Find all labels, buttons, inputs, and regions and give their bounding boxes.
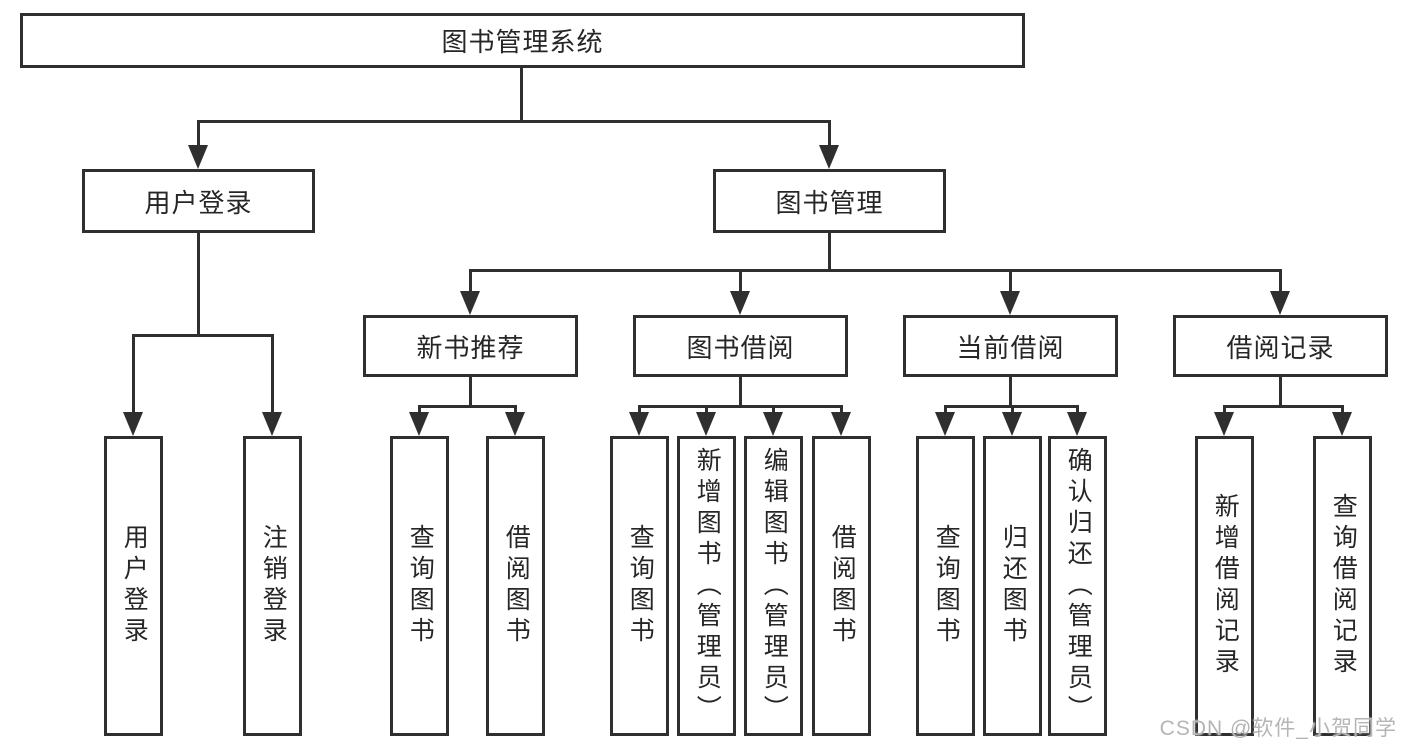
- connector-hline: [638, 405, 843, 408]
- arrowhead-down-icon: [409, 412, 429, 436]
- connector-vline: [1223, 405, 1226, 417]
- leaf-label: 新增借阅记录: [1211, 493, 1240, 679]
- connector-vline: [828, 120, 831, 148]
- leaf-label: 借阅图书: [502, 524, 531, 648]
- connector-vline: [840, 405, 843, 417]
- leaf-query-borrow-record: 查询借阅记录: [1313, 436, 1372, 736]
- arrowhead-down-icon: [1214, 412, 1234, 436]
- node-new-book-recommend: 新书推荐: [363, 315, 578, 377]
- leaf-label: 借阅图书: [828, 524, 857, 648]
- connector-vline: [418, 405, 421, 417]
- connector-vline: [520, 68, 523, 122]
- arrowhead-down-icon: [460, 291, 480, 315]
- leaf-return-books: 归还图书: [983, 436, 1042, 736]
- connector-vline: [197, 120, 200, 148]
- connector-hline: [469, 269, 1282, 272]
- leaf-confirm-return-admin: 确认归还（管理员）: [1048, 436, 1107, 736]
- connector-vline: [514, 405, 517, 417]
- leaf-label: 确认归还（管理员）: [1064, 446, 1093, 726]
- leaf-borrow-books: 借阅图书: [812, 436, 871, 736]
- connector-vline: [944, 405, 947, 417]
- connector-vline: [1009, 269, 1012, 295]
- arrowhead-down-icon: [696, 412, 716, 436]
- node-label: 借阅记录: [1226, 332, 1335, 363]
- arrowhead-down-icon: [831, 412, 851, 436]
- leaf-label: 查询图书: [932, 524, 961, 648]
- arrowhead-down-icon: [935, 412, 955, 436]
- arrowhead-down-icon: [505, 412, 525, 436]
- connector-hline: [1223, 405, 1344, 408]
- node-current-borrow: 当前借阅: [903, 315, 1118, 377]
- connector-hline: [132, 334, 274, 337]
- leaf-label: 注销登录: [259, 524, 288, 648]
- watermark: CSDN @软件_小贺同学: [1159, 717, 1397, 740]
- leaf-query-books: 查询图书: [390, 436, 449, 736]
- connector-vline: [469, 269, 472, 295]
- arrowhead-down-icon: [730, 291, 750, 315]
- leaf-label: 用户登录: [120, 524, 149, 648]
- node-label: 用户登录: [144, 187, 253, 218]
- node-borrow-records: 借阅记录: [1173, 315, 1388, 377]
- node-label: 图书管理系统: [441, 27, 604, 57]
- node-user-login: 用户登录: [82, 169, 315, 233]
- node-label: 新书推荐: [416, 332, 525, 363]
- connector-vline: [828, 233, 831, 272]
- node-label: 当前借阅: [956, 332, 1065, 363]
- leaf-add-borrow-record: 新增借阅记录: [1195, 436, 1254, 736]
- connector-vline: [132, 334, 135, 414]
- node-book-borrow: 图书借阅: [633, 315, 848, 377]
- connector-vline: [1011, 405, 1014, 417]
- leaf-borrow-books: 借阅图书: [486, 436, 545, 736]
- connector-hline: [418, 405, 517, 408]
- leaf-edit-books-admin: 编辑图书（管理员）: [744, 436, 803, 736]
- node-book-management: 图书管理: [713, 169, 946, 233]
- leaf-label: 查询借阅记录: [1329, 493, 1358, 679]
- connector-hline: [197, 120, 831, 123]
- leaf-query-books: 查询图书: [916, 436, 975, 736]
- connector-vline: [1279, 377, 1282, 408]
- connector-vline: [772, 405, 775, 417]
- connector-vline: [197, 233, 200, 337]
- node-label: 图书管理: [775, 187, 884, 218]
- arrowhead-down-icon: [763, 412, 783, 436]
- leaf-label: 查询图书: [406, 524, 435, 648]
- node-root-library-system: 图书管理系统: [20, 13, 1025, 68]
- arrowhead-down-icon: [1067, 412, 1087, 436]
- connector-vline: [1009, 377, 1012, 408]
- leaf-logout: 注销登录: [243, 436, 302, 736]
- leaf-add-books-admin: 新增图书（管理员）: [677, 436, 736, 736]
- arrowhead-down-icon: [1270, 291, 1290, 315]
- connector-vline: [1341, 405, 1344, 417]
- leaf-query-books: 查询图书: [610, 436, 669, 736]
- arrowhead-down-icon: [262, 412, 282, 436]
- connector-vline: [469, 377, 472, 408]
- leaf-label: 新增图书（管理员）: [693, 446, 722, 726]
- arrowhead-down-icon: [1000, 291, 1020, 315]
- arrowhead-down-icon: [629, 412, 649, 436]
- leaf-user-login: 用户登录: [104, 436, 163, 736]
- leaf-label: 编辑图书（管理员）: [760, 446, 789, 726]
- connector-vline: [1076, 405, 1079, 417]
- connector-vline: [271, 334, 274, 414]
- connector-vline: [1279, 269, 1282, 295]
- node-label: 图书借阅: [686, 332, 795, 363]
- connector-vline: [638, 405, 641, 417]
- arrowhead-down-icon: [123, 412, 143, 436]
- arrowhead-down-icon: [1002, 412, 1022, 436]
- leaf-label: 查询图书: [626, 524, 655, 648]
- leaf-label: 归还图书: [999, 524, 1028, 648]
- arrowhead-down-icon: [188, 145, 208, 169]
- connector-vline: [705, 405, 708, 417]
- connector-vline: [739, 377, 742, 408]
- connector-vline: [739, 269, 742, 295]
- arrowhead-down-icon: [819, 145, 839, 169]
- arrowhead-down-icon: [1332, 412, 1352, 436]
